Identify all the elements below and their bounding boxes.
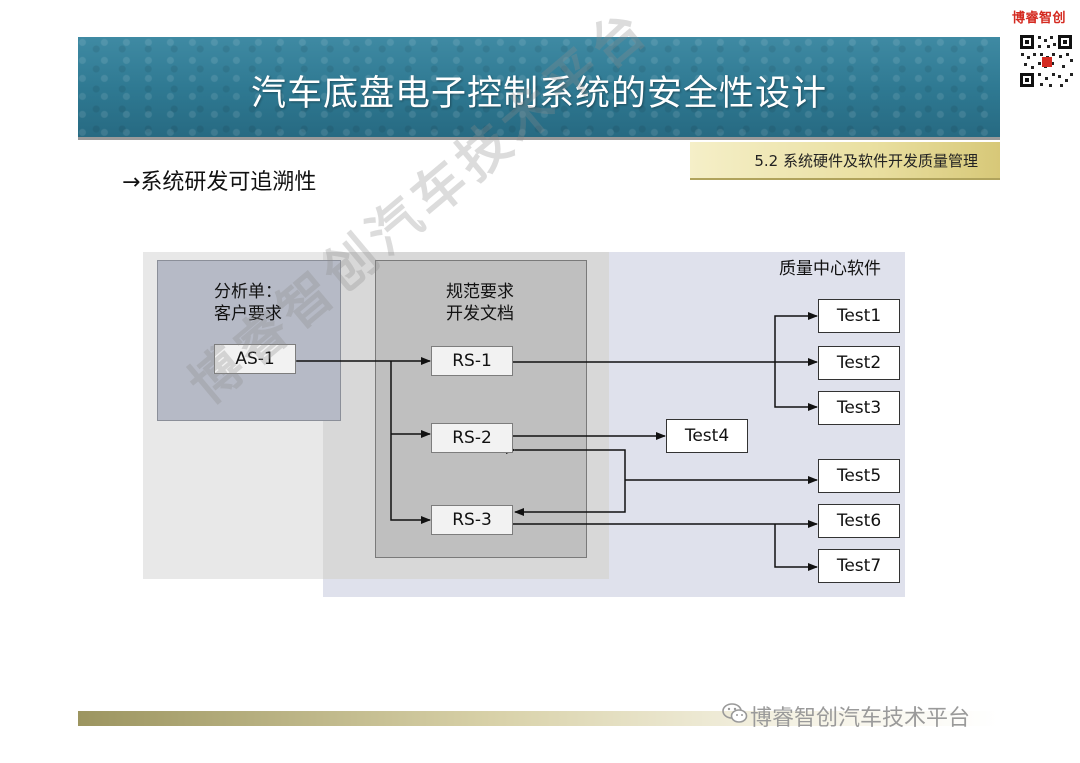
node-rs3: RS-3 xyxy=(431,505,513,535)
node-as1: AS-1 xyxy=(214,344,296,374)
node-rs1: RS-1 xyxy=(431,346,513,376)
analysis-label-line1: 分析单： xyxy=(214,282,282,302)
link-rs3-test7 xyxy=(774,524,818,571)
slide-subtitle: →系统研发可追溯性 xyxy=(122,170,317,195)
page-title: 汽车底盘电子控制系统的安全性设计 xyxy=(250,74,827,114)
quality-center-label: 质量中心软件 xyxy=(779,259,881,279)
node-rs2: RS-2 xyxy=(431,423,513,453)
footer-text: 博睿智创汽车技术平台 xyxy=(750,706,971,731)
section-tag: 5.2 系统硬件及软件开发质量管理 xyxy=(690,142,1000,180)
node-test3: Test3 xyxy=(818,391,900,425)
node-test7: Test7 xyxy=(818,549,900,583)
node-test5: Test5 xyxy=(818,459,900,493)
wechat-icon xyxy=(722,703,748,723)
spec-label-line1: 规范要求 xyxy=(446,282,514,302)
analysis-box xyxy=(157,260,341,421)
link-rs2-rs3-bus xyxy=(506,446,626,516)
footer-bar xyxy=(78,711,998,726)
qr-code-icon xyxy=(1018,33,1074,89)
link-rs1-test1 xyxy=(774,312,818,362)
node-test2: Test2 xyxy=(818,346,900,380)
spec-label-line2: 开发文档 xyxy=(446,304,514,324)
brand-logo: 博睿智创 xyxy=(1012,11,1067,26)
node-test6: Test6 xyxy=(818,504,900,538)
node-test1: Test1 xyxy=(818,299,900,333)
node-test4: Test4 xyxy=(666,419,748,453)
link-rs1-test3 xyxy=(774,362,818,411)
section-tag-label: 5.2 系统硬件及软件开发质量管理 xyxy=(754,152,978,170)
link-spec-rs3 xyxy=(390,361,431,524)
title-banner: 汽车底盘电子控制系统的安全性设计 xyxy=(78,37,1000,140)
analysis-label-line2: 客户要求 xyxy=(214,304,282,324)
